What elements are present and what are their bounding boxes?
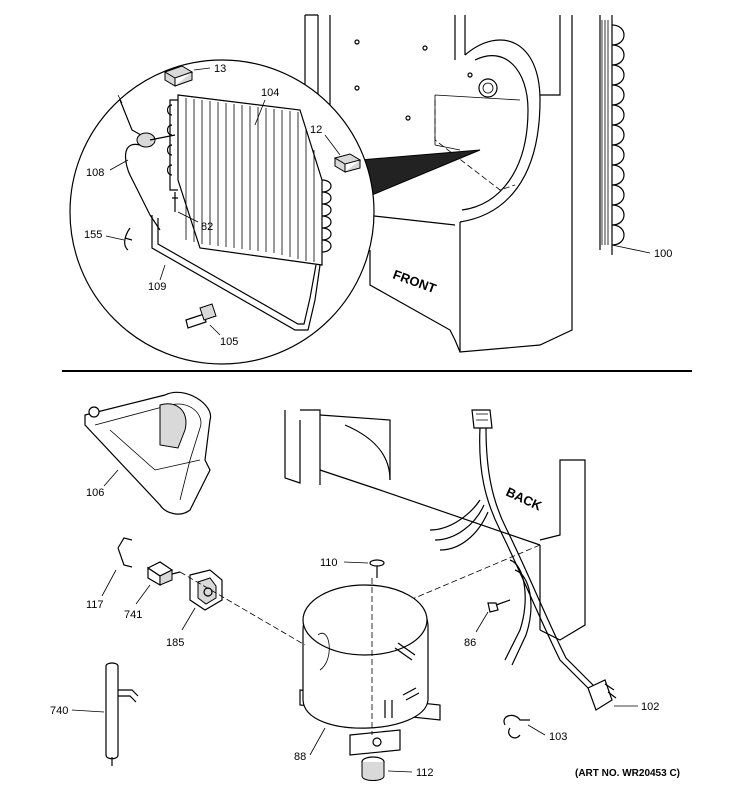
part-112-grommet bbox=[361, 756, 385, 781]
drain-pan bbox=[84, 391, 212, 515]
part-740-dryer bbox=[105, 662, 139, 766]
callout-108: 108 bbox=[86, 167, 104, 179]
part-117-clip bbox=[117, 537, 133, 568]
callout-109: 109 bbox=[148, 281, 166, 293]
part-12-block bbox=[333, 153, 362, 173]
callout-105: 105 bbox=[220, 336, 238, 348]
evaporator bbox=[166, 94, 332, 266]
front-label: FRONT bbox=[391, 267, 438, 296]
wiring-harness bbox=[429, 409, 597, 691]
callout-88: 88 bbox=[294, 751, 306, 763]
callout-82: 82 bbox=[201, 221, 213, 233]
part-103-clamp bbox=[503, 714, 530, 739]
callout-110: 110 bbox=[320, 557, 338, 569]
callout-106: 106 bbox=[86, 487, 104, 499]
part-105-fitting bbox=[185, 303, 217, 329]
part-13-clip bbox=[163, 65, 194, 87]
defrost-sensor bbox=[117, 94, 176, 231]
callout-103: 103 bbox=[549, 731, 567, 743]
relay-to-compressor-line bbox=[179, 571, 306, 646]
cabinet-outline bbox=[304, 14, 573, 353]
callout-740: 740 bbox=[50, 705, 68, 717]
part-86-screw bbox=[487, 602, 499, 613]
callout-100: 100 bbox=[654, 248, 672, 260]
callout-185: 185 bbox=[166, 637, 184, 649]
callout-13: 13 bbox=[214, 63, 226, 75]
compressor bbox=[299, 578, 441, 756]
callout-155: 155 bbox=[84, 229, 102, 241]
callout-102: 102 bbox=[641, 701, 659, 713]
back-label: BACK bbox=[504, 484, 545, 514]
power-plug bbox=[587, 679, 617, 711]
callout-112: 112 bbox=[416, 767, 434, 779]
part-185-overload bbox=[189, 569, 223, 611]
callout-117: 117 bbox=[86, 599, 104, 611]
callout-86: 86 bbox=[464, 637, 476, 649]
cabinet-back bbox=[284, 409, 586, 641]
callout-104: 104 bbox=[261, 87, 279, 99]
drain-tube bbox=[151, 215, 321, 331]
callout-741: 741 bbox=[124, 609, 142, 621]
part-82-screw bbox=[172, 192, 178, 212]
part-110-screw bbox=[369, 559, 385, 578]
part-155-clip bbox=[124, 227, 133, 251]
condenser-coil bbox=[599, 15, 651, 255]
callout-12: 12 bbox=[310, 124, 322, 136]
part-741-relay bbox=[146, 561, 181, 587]
art-number: (ART NO. WR20453 C) bbox=[575, 768, 680, 779]
